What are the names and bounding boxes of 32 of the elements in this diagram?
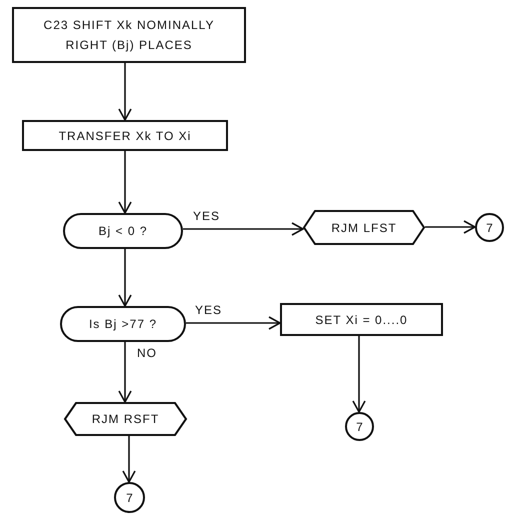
node-label: 7 [486,220,493,236]
node-label: RJM RSFT [90,411,160,428]
node-label: Is Bj >77 ? [88,316,158,333]
node-label: RJM LFST [330,220,398,236]
node-label: C23 SHIFT Xk NOMINALLY RIGHT (Bj) PLACES [42,17,216,54]
edge-label: YES [194,303,224,317]
decision-terminal [60,306,186,342]
edge-label: YES [192,209,222,223]
subroutine-hexagon [303,210,425,245]
arrow [118,249,132,307]
connector-circle [345,412,374,441]
process-box [22,120,228,151]
node-label: SET Xi = 0....0 [314,312,409,328]
decision-terminal [63,213,183,249]
node-label: Bj < 0 ? [97,223,149,240]
process-box [12,7,246,63]
arrow [118,151,132,214]
connector-circle [475,213,504,242]
arrow [118,342,132,403]
arrow [352,336,366,413]
subroutine-hexagon [64,402,187,436]
arrow [183,222,304,236]
connector-circle [114,482,145,513]
node-label: 7 [126,490,133,506]
node-label: TRANSFER Xk TO Xi [58,128,192,144]
arrow [118,63,132,121]
edge-label: NO [136,346,158,360]
node-label: 7 [356,418,363,436]
arrow [425,220,476,234]
arrow [186,316,281,330]
arrow [122,436,136,483]
process-box [280,303,443,336]
